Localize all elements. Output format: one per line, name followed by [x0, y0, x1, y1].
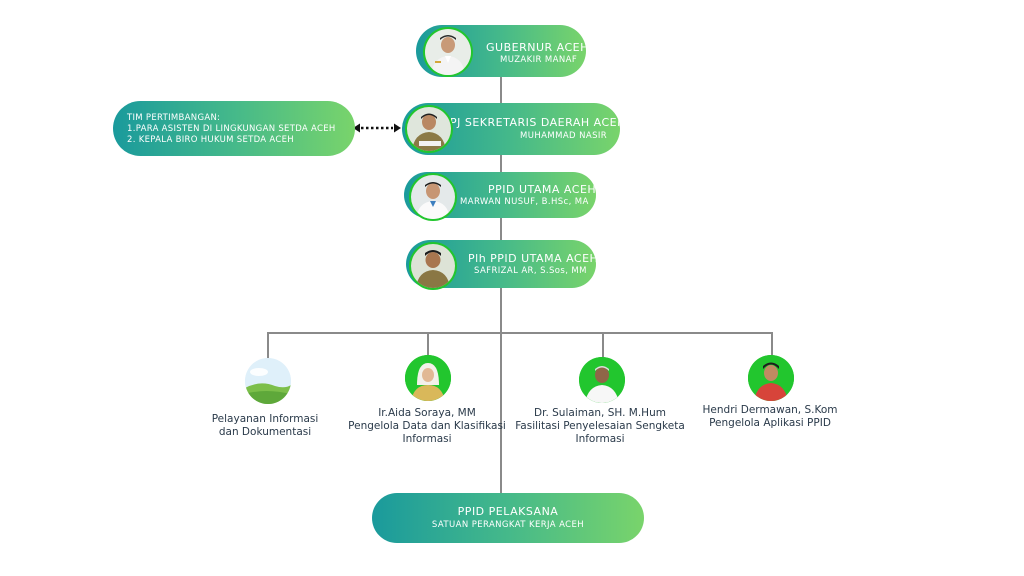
node-sekda-title: PJ SEKRETARIS DAERAH ACEH: [450, 116, 620, 129]
staff-hendri-photo-avatar: [748, 355, 794, 401]
staff-sulaiman-photo-avatar: [579, 357, 625, 403]
staff-hendri-label: Hendri Dermawan, S.Kom Pengelola Aplikas…: [702, 404, 838, 429]
landscape-placeholder-icon: [245, 358, 291, 404]
node-sekda-name: MUHAMMAD NASIR: [520, 131, 608, 141]
node-pelaksana-name: SATUAN PERANGKAT KERJA ACEH: [431, 520, 585, 530]
staff-sulaiman-label: Dr. Sulaiman, SH. M.Hum Fasilitasi Penye…: [515, 407, 685, 445]
connector-drop-2: [427, 332, 429, 356]
node-pelaksana-title: PPID PELAKSANA: [457, 505, 559, 518]
connector-drop-1: [267, 332, 269, 358]
node-plh-ppid-name: SAFRIZAL AR, S.Sos, MM: [474, 266, 587, 276]
staff-pelayanan-label: Pelayanan Informasi dan Dokumentasi: [211, 413, 319, 438]
staff-aida-label: Ir.Aida Soraya, MM Pengelola Data dan Kl…: [348, 407, 506, 445]
tim-pertimbangan-item-1: 1.PARA ASISTEN DI LINGKUNGAN SETDA ACEH: [127, 124, 336, 134]
connector-horizontal-bar: [267, 332, 772, 334]
staff-aida-photo-avatar: [405, 355, 451, 401]
node-gubernur-title: GUBERNUR ACEH: [486, 41, 586, 54]
tim-pertimbangan-item-2: 2. KEPALA BIRO HUKUM SETDA ACEH: [127, 135, 294, 145]
node-gubernur-name: MUZAKIR MANAF: [500, 55, 578, 65]
node-ppid-utama-name: MARWAN NUSUF, B.HSc, MA: [460, 197, 589, 207]
dotted-double-arrow-icon: [353, 123, 401, 133]
node-plh-ppid-title: Plh PPID UTAMA ACEH: [468, 252, 596, 265]
plh-ppid-photo-avatar: [409, 242, 457, 290]
connector-drop-4: [771, 332, 773, 356]
gubernur-photo-avatar: [423, 27, 473, 77]
ppid-utama-photo-avatar: [409, 173, 457, 221]
node-ppid-pelaksana: PPID PELAKSANA SATUAN PERANGKAT KERJA AC…: [372, 493, 644, 543]
connector-drop-3: [602, 332, 604, 358]
sekda-photo-avatar: [405, 105, 453, 153]
tim-pertimbangan-box: TIM PERTIMBANGAN: 1.PARA ASISTEN DI LING…: [113, 101, 355, 156]
node-ppid-utama-title: PPID UTAMA ACEH: [488, 183, 596, 196]
tim-pertimbangan-heading: TIM PERTIMBANGAN:: [127, 113, 221, 123]
